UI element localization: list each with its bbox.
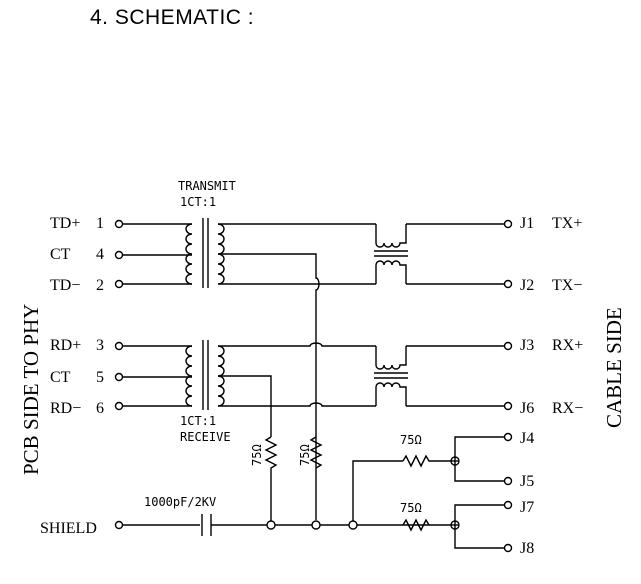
receive-ratio: 1CT:1 (180, 414, 216, 428)
resistor-ct-rx-value: 75Ω (298, 444, 312, 466)
signal-tx-plus: TX+ (552, 215, 582, 232)
pin-j2: J2 (520, 277, 534, 294)
terminal-j6 (503, 401, 513, 411)
signal-td-minus: TD− (50, 277, 80, 294)
pin-j3: J3 (520, 337, 534, 354)
schematic-heading: 4. SCHEMATIC : (90, 6, 255, 29)
cable-side-label: CABLE SIDE (602, 307, 626, 428)
terminal-pin-1 (114, 219, 124, 229)
pin-j8: J8 (520, 540, 534, 557)
pin-j6: J6 (520, 400, 534, 417)
signal-ct-rx: CT (50, 369, 71, 386)
pin-j7: J7 (520, 499, 534, 516)
signal-tx-minus: TX− (552, 277, 582, 294)
terminal-j8 (503, 543, 513, 553)
pcb-side-label: PCB SIDE TO PHY (19, 304, 43, 475)
terminal-j1 (503, 219, 513, 229)
terminal-pin-5 (114, 372, 124, 382)
terminal-j7 (503, 500, 513, 510)
receive-transformer (185, 340, 225, 410)
terminal-j4 (503, 432, 513, 442)
transmit-transformer (185, 218, 225, 288)
terminal-shield (114, 520, 124, 530)
terminal-pin-2 (114, 279, 124, 289)
terminal-pin-3 (114, 341, 124, 351)
shield-label: SHIELD (40, 520, 97, 537)
signal-rx-minus: RX− (552, 400, 583, 417)
pin-2: 2 (96, 277, 104, 294)
transmit-ratio: 1CT:1 (180, 195, 216, 209)
rx-choke (374, 346, 408, 406)
resistor-j45 (402, 454, 455, 468)
pin-j1: J1 (520, 215, 534, 232)
signal-rx-plus: RX+ (552, 337, 583, 354)
terminal-pin-4 (114, 250, 124, 260)
terminal-pin-6 (114, 401, 124, 411)
pin-j4: J4 (520, 430, 534, 447)
terminal-j3 (503, 341, 513, 351)
capacitor-value: 1000pF/2KV (144, 495, 216, 509)
rx-primary-winding (185, 345, 193, 407)
signal-rd-plus: RD+ (50, 337, 81, 354)
pin-j5: J5 (520, 473, 534, 490)
resistor-j45-value: 75Ω (400, 433, 422, 447)
signal-rd-minus: RD− (50, 400, 81, 417)
pin-3: 3 (96, 337, 104, 354)
signal-td-plus: TD+ (50, 215, 80, 232)
transmit-label: TRANSMIT (178, 179, 236, 193)
terminal-j5 (503, 476, 513, 486)
resistor-ct-tx (309, 436, 323, 469)
terminal-j2 (503, 279, 513, 289)
pin-5: 5 (96, 369, 104, 386)
resistor-j78-value: 75Ω (400, 501, 422, 515)
pin-1: 1 (96, 215, 104, 232)
resistor-j78 (402, 518, 430, 532)
tx-choke (374, 224, 408, 284)
receive-label: RECEIVE (180, 430, 231, 444)
pin-4: 4 (96, 246, 104, 263)
resistor-ct-tx-value: 75Ω (250, 444, 264, 466)
resistor-ct-rx (264, 436, 278, 525)
pin-6: 6 (96, 400, 104, 417)
tx-primary-winding (185, 223, 193, 285)
signal-ct-tx: CT (50, 246, 71, 263)
